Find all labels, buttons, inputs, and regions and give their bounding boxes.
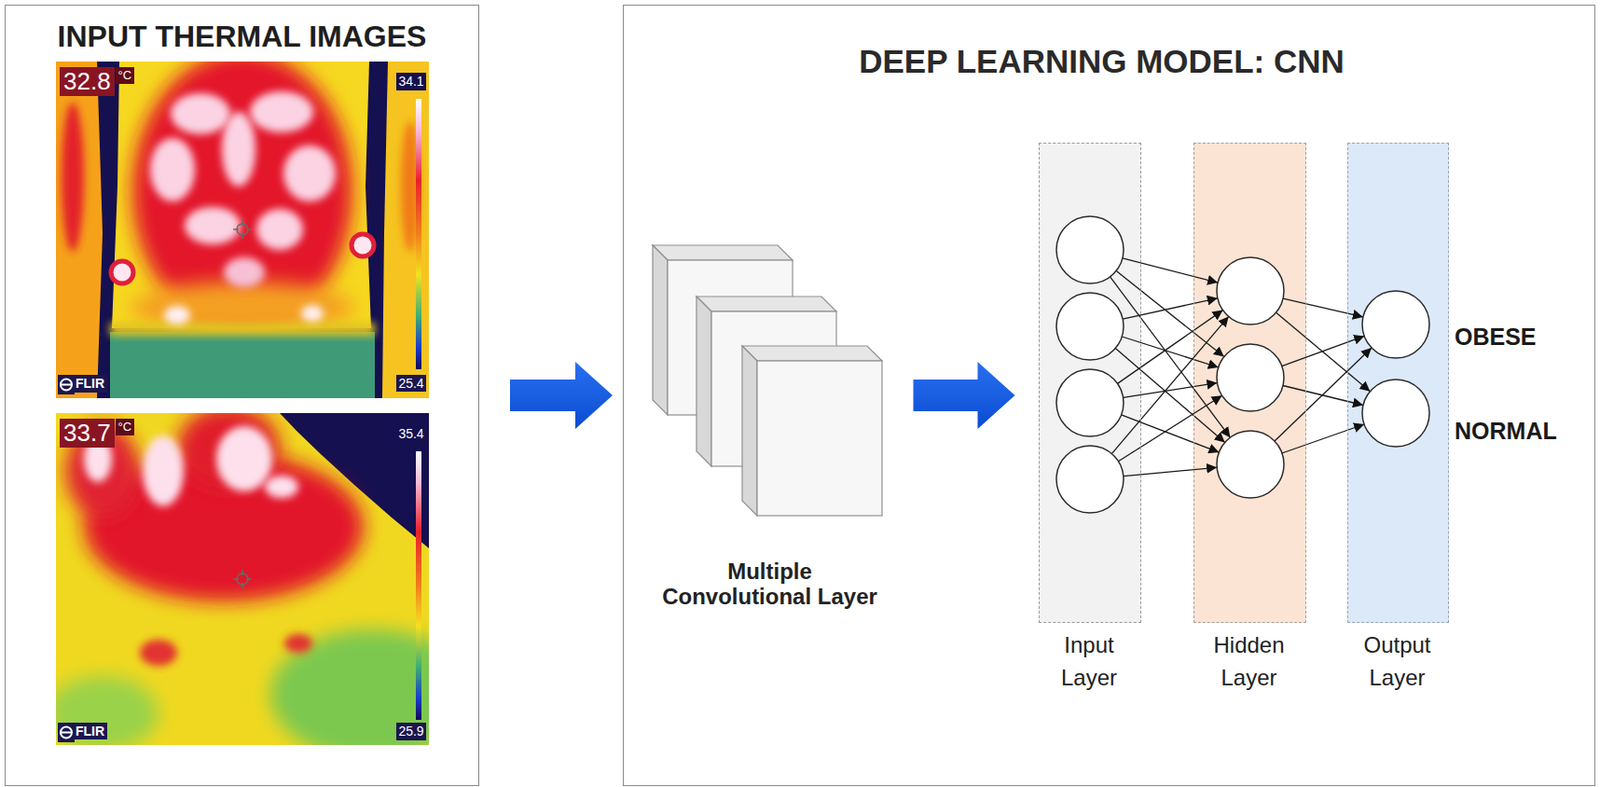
thermal-blob bbox=[249, 91, 314, 133]
layer-fill bbox=[1193, 142, 1307, 623]
neuron bbox=[1216, 430, 1284, 498]
thermal-blob bbox=[142, 435, 184, 507]
scale-min: 25.9 bbox=[396, 722, 426, 741]
neuron bbox=[1362, 379, 1430, 447]
neuron-connection bbox=[1111, 316, 1228, 454]
thermal-arm bbox=[55, 61, 103, 399]
thermal-blob bbox=[264, 475, 299, 498]
neuron-connection bbox=[1121, 414, 1220, 453]
neuron-connection bbox=[1116, 270, 1225, 357]
neuron bbox=[1056, 369, 1124, 437]
layer-fill bbox=[1038, 142, 1142, 623]
cuboid-front bbox=[757, 360, 883, 516]
scale-min: 25.4 bbox=[396, 374, 426, 393]
thermal-spot bbox=[351, 234, 374, 257]
neuron-connection bbox=[1122, 258, 1218, 283]
neuron bbox=[1056, 445, 1124, 513]
panel-title: DEEP LEARNING MODEL: CNN bbox=[858, 42, 1345, 81]
layer-caption: Output Layer bbox=[1346, 629, 1449, 695]
neuron bbox=[1056, 292, 1124, 360]
neuron bbox=[1216, 257, 1284, 325]
brand-logo-text: FLIR bbox=[74, 374, 108, 393]
crosshair bbox=[233, 220, 252, 239]
flow-arrow bbox=[510, 361, 613, 429]
neurons bbox=[1056, 216, 1430, 513]
layer-caption: Multiple Convolutional Layer bbox=[656, 558, 884, 610]
unit-label: °C bbox=[115, 418, 136, 436]
thermal-spot bbox=[110, 261, 134, 284]
thermal-blob bbox=[223, 257, 265, 288]
feature-map-cuboid bbox=[742, 345, 883, 516]
flir-logo-icon bbox=[61, 731, 71, 734]
brand-logo-text: FLIR bbox=[74, 722, 108, 741]
thermal-blob bbox=[284, 634, 313, 653]
thermal-jeans bbox=[110, 331, 375, 399]
thermal-blob bbox=[139, 639, 178, 666]
thermal-image bbox=[55, 61, 429, 399]
thermal-blob bbox=[270, 629, 429, 745]
neuron-connection bbox=[1121, 336, 1218, 368]
neuron-connection bbox=[1117, 395, 1222, 461]
neuron-connection bbox=[1123, 467, 1217, 476]
cuboid-side bbox=[742, 345, 758, 516]
neuron-connection bbox=[1276, 312, 1371, 392]
conv-layers: Multiple Convolutional Layer bbox=[652, 245, 888, 516]
scale-max: 34.1 bbox=[396, 72, 426, 91]
thermal-arm bbox=[382, 61, 429, 399]
color-scale-bar bbox=[415, 451, 422, 720]
color-scale-bar bbox=[415, 98, 422, 370]
temperature-reading: 32.8 bbox=[59, 67, 115, 97]
model-panel: DEEP LEARNING MODEL: CNN Multiple Convolu… bbox=[622, 4, 1596, 787]
neuron-connection bbox=[1117, 310, 1224, 385]
thermal-blob bbox=[55, 675, 159, 745]
cuboid-top bbox=[696, 296, 837, 312]
thermal-blob bbox=[216, 426, 273, 492]
layer-caption: Input Layer bbox=[1037, 629, 1141, 695]
input-panel: INPUT THERMAL IMAGES bbox=[4, 4, 480, 787]
neuron-connection bbox=[1282, 335, 1365, 366]
output-layer: Output Layer bbox=[1347, 142, 1449, 623]
scale-max: 35.4 bbox=[396, 425, 426, 443]
neuron-connection bbox=[1110, 276, 1231, 438]
thermal-blob bbox=[61, 102, 84, 252]
thermal-belt bbox=[110, 322, 375, 336]
neuron bbox=[1362, 290, 1430, 359]
neuron-connection bbox=[1282, 424, 1365, 454]
flir-logo-icon bbox=[60, 727, 72, 739]
cuboid-top bbox=[652, 245, 793, 261]
conv-layer-outline bbox=[652, 245, 888, 516]
input-layer: Input Layer bbox=[1038, 142, 1142, 623]
thermal-blob bbox=[150, 137, 195, 202]
thermal-image bbox=[55, 413, 429, 745]
unit-label: °C bbox=[115, 67, 136, 84]
thermal-blob bbox=[170, 93, 231, 135]
cuboid-side bbox=[652, 245, 668, 415]
thermal-blob bbox=[283, 145, 336, 202]
flir-logo-icon bbox=[61, 384, 71, 387]
panel-title: INPUT THERMAL IMAGES bbox=[57, 19, 428, 55]
thermal-blob bbox=[184, 206, 241, 245]
thermal-blob bbox=[221, 111, 256, 187]
layer-caption: Hidden Layer bbox=[1192, 629, 1306, 695]
temperature-reading: 33.7 bbox=[59, 418, 115, 448]
cuboid-top bbox=[742, 345, 883, 361]
flir-logo-icon bbox=[60, 379, 72, 391]
class-label: NORMAL bbox=[1454, 416, 1558, 445]
flow-arrow bbox=[913, 361, 1016, 429]
logo-patch bbox=[57, 374, 75, 395]
neuron bbox=[1056, 216, 1124, 284]
cuboid-side bbox=[696, 296, 712, 467]
neuron bbox=[1216, 344, 1284, 412]
class-label: OBESE bbox=[1454, 322, 1537, 351]
thermal-blob bbox=[256, 208, 304, 250]
neuron-connection bbox=[1282, 298, 1364, 318]
thermal-blob bbox=[164, 305, 191, 325]
hidden-layer: Hidden Layer bbox=[1193, 142, 1307, 623]
thermal-blob bbox=[301, 304, 324, 322]
neuron-connection bbox=[1122, 298, 1218, 319]
neuron-connection bbox=[1282, 386, 1364, 406]
crosshair bbox=[233, 569, 252, 589]
logo-patch bbox=[57, 722, 75, 743]
layer-fill bbox=[1347, 142, 1449, 623]
